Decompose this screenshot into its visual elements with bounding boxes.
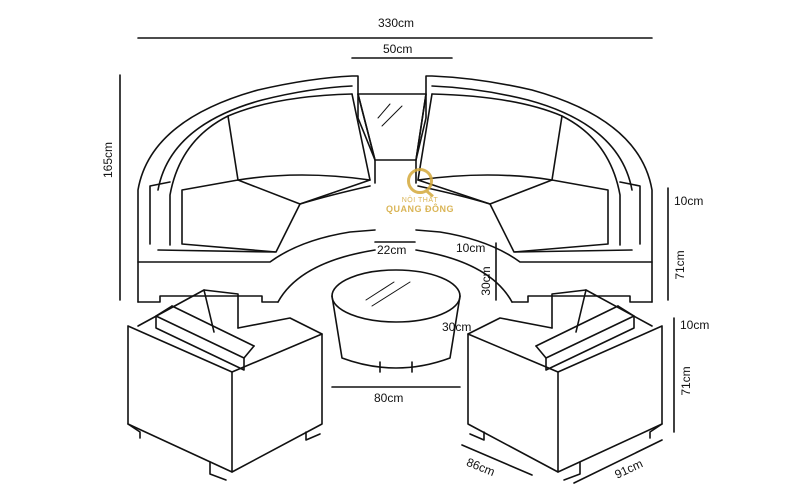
label-total-width: 330cm	[378, 16, 415, 30]
curved-sofa	[137, 75, 653, 303]
label-small-gap: 22cm	[377, 243, 407, 257]
left-armchair	[127, 289, 323, 481]
label-gap-width: 50cm	[383, 42, 413, 56]
coffee-table	[331, 269, 461, 373]
label-chair-arm: 10cm	[680, 318, 710, 332]
label-sofa-arm-height: 10cm	[674, 194, 704, 208]
label-table-diameter: 80cm	[374, 391, 404, 405]
label-table-height: 30cm	[479, 266, 493, 296]
brand-logo: NỘI THẤT QUANG ĐÔNG	[375, 168, 465, 238]
label-table-side: 30cm	[442, 320, 472, 334]
logo-mark-icon	[407, 168, 433, 194]
label-sofa-depth: 165cm	[101, 141, 115, 179]
label-chair-height: 71cm	[679, 366, 693, 396]
right-armchair	[467, 289, 663, 481]
dimension-line-86	[461, 444, 533, 476]
label-table-top: 10cm	[456, 241, 486, 255]
logo-line1: NỘI THẤT	[401, 197, 439, 204]
label-sofa-seat-height: 71cm	[673, 250, 687, 280]
dimension-line-91	[573, 439, 663, 484]
logo-line2: QUANG ĐÔNG	[386, 204, 454, 214]
